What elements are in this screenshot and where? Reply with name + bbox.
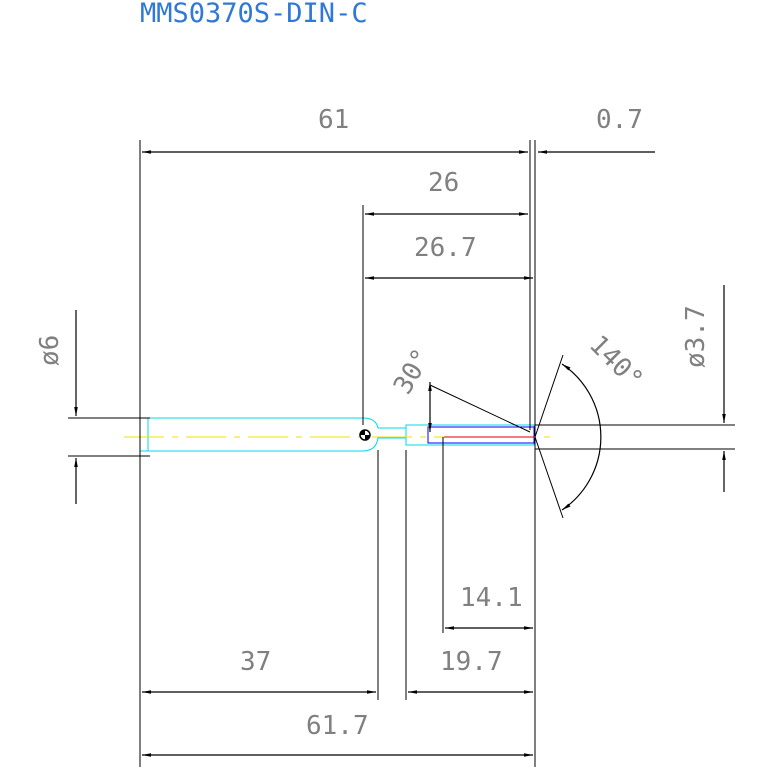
dim-label-d6: ø6 xyxy=(35,335,65,366)
dim-arc-140 xyxy=(561,363,602,511)
dim-label-0-7: 0.7 xyxy=(596,105,643,135)
dim-label-61-7: 61.7 xyxy=(306,711,369,741)
dim-label-14-1: 14.1 xyxy=(460,583,523,613)
head-outline xyxy=(405,424,535,446)
dim-label-19-7: 19.7 xyxy=(440,647,503,677)
dim-label-61: 61 xyxy=(318,105,349,135)
tool-body xyxy=(124,417,556,452)
dim-label-d3-7: ø3.7 xyxy=(681,305,711,368)
dim-label-140: 140° xyxy=(583,330,648,395)
flute-outline xyxy=(427,426,535,444)
dimension-lines xyxy=(74,150,726,757)
neck-taper xyxy=(378,427,406,439)
drawing-title: MMS0370S-DIN-C xyxy=(140,0,368,29)
dim-label-26-7: 26.7 xyxy=(414,233,477,263)
center-mark-fill xyxy=(360,430,370,440)
extension-lines xyxy=(68,140,735,767)
dim-label-26: 26 xyxy=(428,168,459,198)
dim-label-37: 37 xyxy=(240,647,271,677)
